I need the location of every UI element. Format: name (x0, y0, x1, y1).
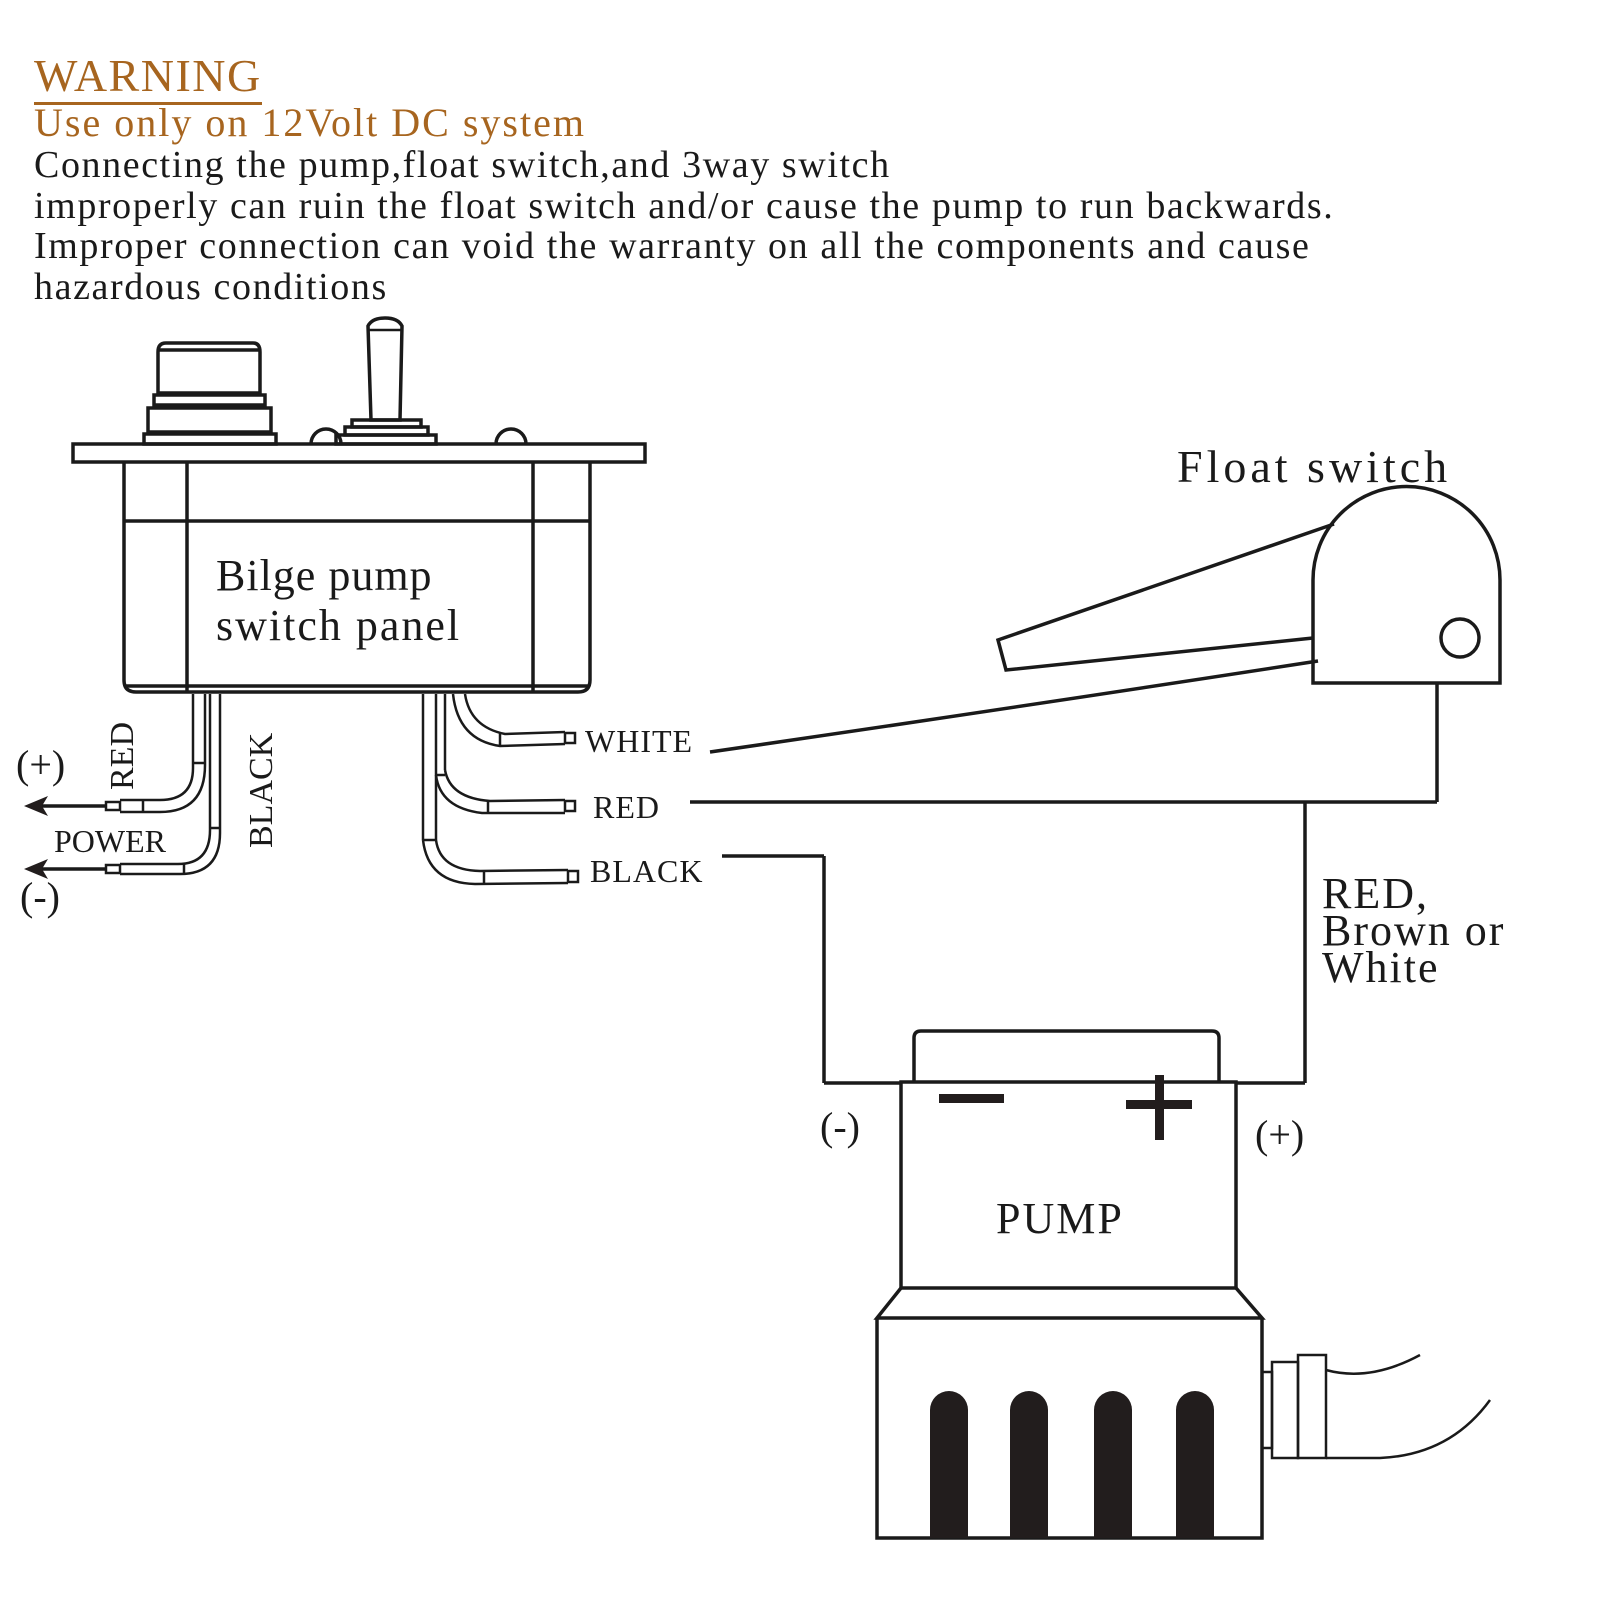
rivet-icon (494, 427, 528, 445)
warning-line: hazardous conditions (34, 266, 388, 308)
red-wire-label: RED (104, 722, 141, 790)
pump-wire-note: RED, (1322, 869, 1429, 918)
intake-slot-icon (1094, 1391, 1132, 1538)
intake-slot-icon (1176, 1391, 1214, 1538)
arrow-left-icon (24, 859, 48, 879)
pump: PUMP (-) (+) RED, Brown or White (820, 869, 1505, 1540)
connection-lines (690, 659, 1439, 1085)
pump-wire-note: White (1322, 943, 1440, 992)
panel-label-line2: switch panel (216, 601, 461, 650)
output-wires: WHITE RED BLACK (421, 693, 703, 889)
pump-minus-terminal: (-) (820, 1104, 860, 1149)
arrow-left-icon (24, 796, 48, 816)
intake-slot-icon (930, 1391, 968, 1538)
pump-outlet (1260, 1353, 1492, 1460)
minus-symbol-icon (939, 1094, 1004, 1103)
switch-panel: Bilge pump switch panel (71, 316, 647, 694)
black-wire-label: BLACK (243, 732, 280, 848)
power-label: POWER (54, 823, 167, 859)
power-minus-label: (-) (20, 874, 60, 919)
black-wire-label: BLACK (590, 853, 703, 889)
warning-title: WARNING (34, 50, 262, 105)
power-wires: RED BLACK POWER (+) (-) (16, 694, 280, 919)
warning-line: improperly can ruin the float switch and… (34, 185, 1335, 227)
white-wire-label: WHITE (585, 723, 693, 759)
toggle-switch-icon (334, 316, 438, 446)
mounting-plate (71, 442, 647, 464)
pump-wire-note: Brown or (1322, 906, 1505, 955)
pump-plus-terminal: (+) (1255, 1112, 1304, 1157)
pump-label: PUMP (996, 1194, 1124, 1243)
breaker-button-icon (142, 341, 278, 446)
power-plus-label: (+) (16, 742, 65, 787)
red-wire-label: RED (593, 789, 660, 825)
float-switch-pivot-icon (1439, 617, 1481, 659)
warning-subtitle: Use only on 12Volt DC system (34, 100, 586, 145)
intake-slot-icon (1010, 1391, 1048, 1538)
rivet-icon (309, 427, 343, 445)
warning-line: Connecting the pump,float switch,and 3wa… (34, 144, 891, 186)
float-switch-label: Float switch (1177, 441, 1451, 492)
float-switch: Float switch (995, 441, 1502, 685)
warning-line: Improper connection can void the warrant… (34, 225, 1311, 267)
panel-label-line1: Bilge pump (216, 551, 433, 600)
